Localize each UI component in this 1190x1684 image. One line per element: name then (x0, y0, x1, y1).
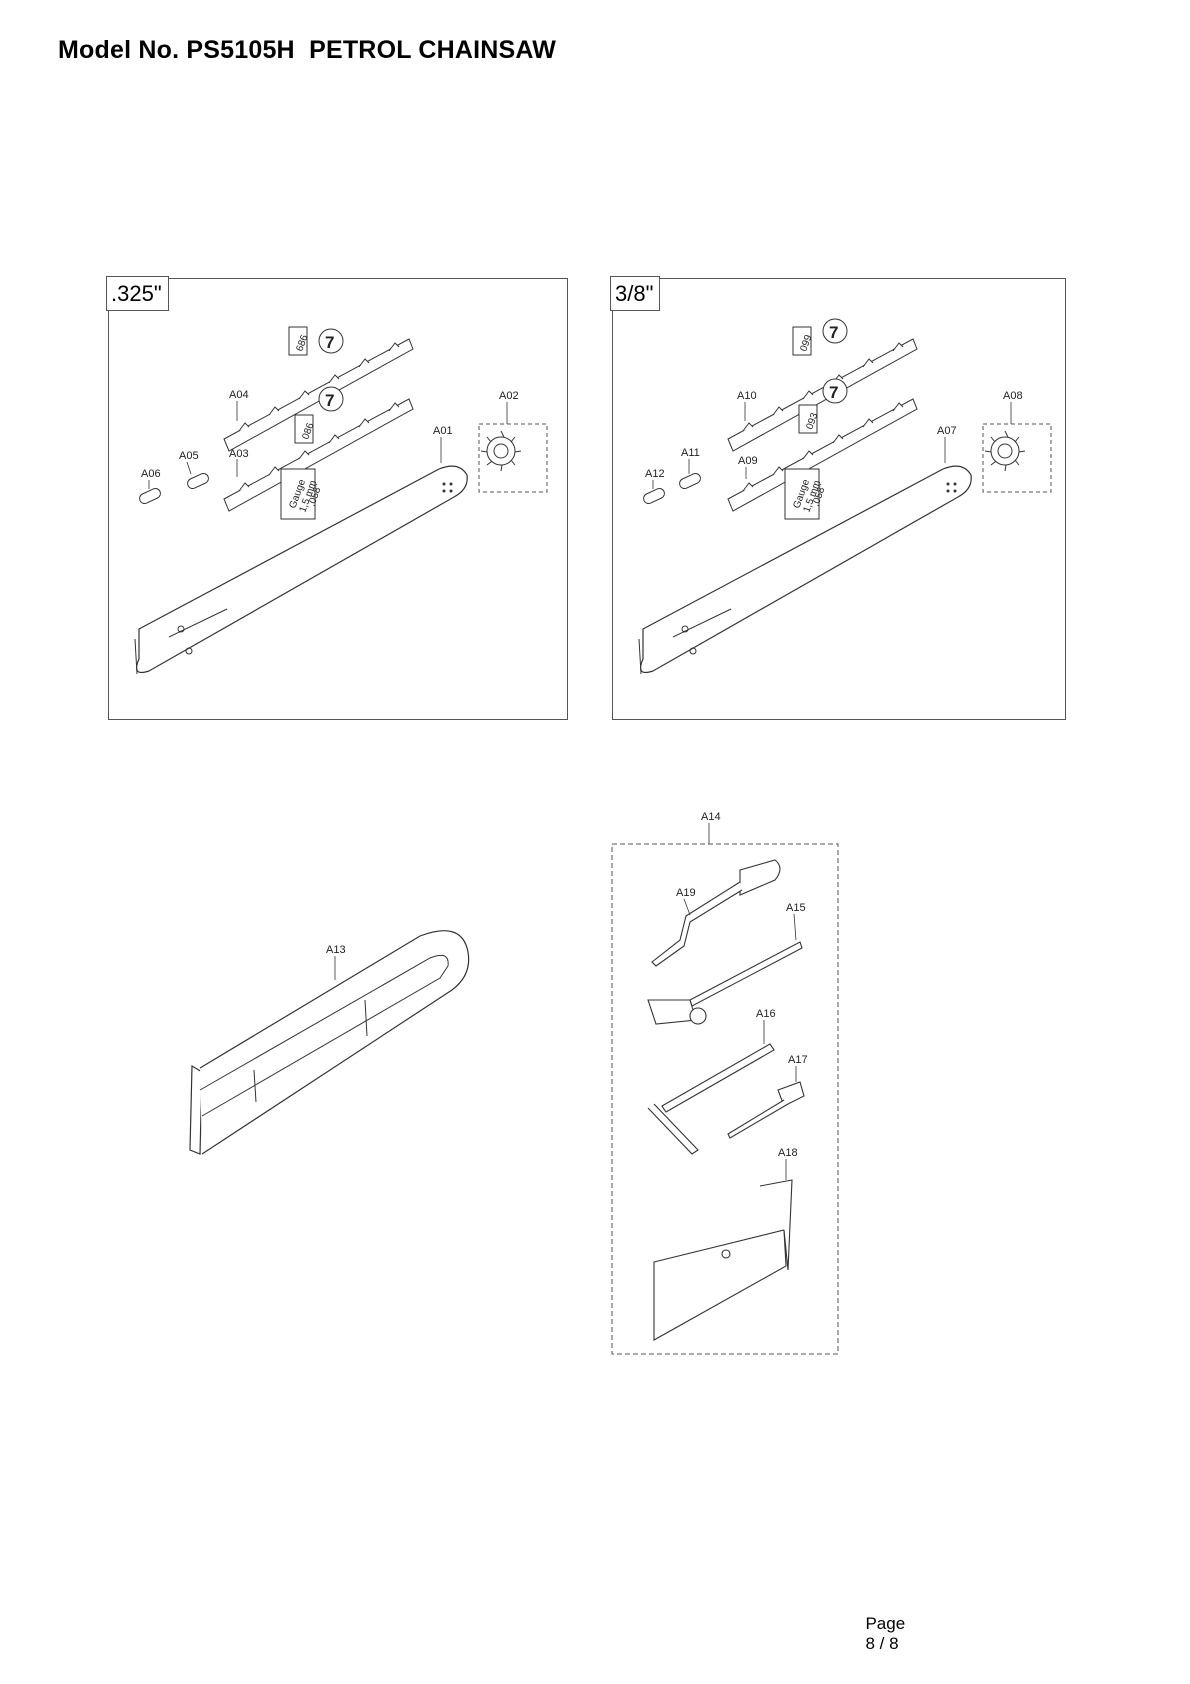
chain-type-7-icon (822, 378, 848, 404)
chain-link-b (139, 487, 161, 505)
bar-cover (189, 930, 470, 1155)
callout-handle-tool: A19 (676, 887, 696, 899)
svg-text:7: 7 (325, 333, 334, 352)
guide-bar (134, 465, 468, 675)
callout-link-a: A11 (681, 447, 700, 459)
sprocket (478, 423, 548, 493)
callout-link-b: A06 (141, 468, 161, 480)
chain-type-7-icon (318, 328, 344, 354)
callout-file-guide: A15 (786, 902, 806, 914)
file-guide (647, 941, 803, 1025)
page-label: Page (865, 1614, 906, 1633)
callout-link-a: A05 (179, 450, 199, 462)
callout-chain-upper: A04 (229, 389, 249, 401)
callout-bar: A07 (937, 425, 957, 437)
callout-chain-lower: A03 (229, 448, 249, 460)
callout-toolkit: A14 (701, 811, 721, 823)
chain-type-7-icon (318, 386, 344, 412)
callout-sprocket: A02 (499, 390, 519, 402)
screwdriver (727, 1081, 805, 1139)
callout-sprocket: A08 (1003, 390, 1023, 402)
callout-link-b: A12 (645, 468, 665, 480)
saw-chain-upper (223, 338, 414, 452)
callout-file: A16 (756, 1008, 776, 1020)
pitch-label: .325" (106, 276, 169, 311)
page-footer: Page 8 / 8 (856, 1594, 924, 1654)
chain-code-upper: 686 (288, 326, 311, 356)
chain-link-a (679, 472, 701, 490)
chain-link-a (187, 472, 209, 490)
sprocket (982, 423, 1052, 493)
guide-bar (638, 465, 972, 675)
round-file (647, 1043, 775, 1155)
tool-pouch (653, 1179, 793, 1341)
chain-code-lower: 086 (294, 414, 317, 444)
toolkit-group-box (611, 843, 839, 1355)
chain-code-lower: 093 (798, 404, 821, 434)
callout-bar: A01 (433, 425, 453, 437)
saw-chain-lower (727, 398, 918, 512)
callout-chain-lower: A09 (738, 455, 758, 467)
handle-tool (651, 859, 781, 967)
svg-text:7: 7 (829, 323, 838, 342)
gauge-label: Gauge 1,5 mm .058" (784, 468, 829, 520)
callout-pouch: A18 (778, 1147, 798, 1159)
callout-scabbard: A13 (326, 944, 346, 956)
callout-chain-upper: A10 (737, 390, 757, 402)
page-title: Model No. PS5105H PETROL CHAINSAW (58, 36, 557, 64)
svg-text:7: 7 (829, 383, 838, 402)
diagram-panel-3-8: 3/8" 099 093 7 7 (610, 276, 1066, 720)
chain-type-7-icon (822, 318, 848, 344)
saw-chain-lower (223, 398, 414, 512)
page-number: 8 / 8 (865, 1634, 899, 1653)
chain-code-upper: 099 (792, 326, 815, 356)
chain-link-b (643, 487, 665, 505)
pitch-label: 3/8" (610, 276, 661, 311)
gauge-label: Gauge 1,5 mm .058" (280, 468, 325, 520)
diagram-panel-325: .325" 686 086 7 (106, 276, 568, 720)
chain-bar-diagram: 099 093 7 7 Gauge 1,5 mm .058" A07 (638, 318, 1052, 675)
chain-bar-diagram: 686 086 7 7 Gauge 1,5 mm .058" (134, 326, 548, 675)
saw-chain-upper (727, 338, 918, 452)
callout-screwdriver: A17 (788, 1054, 808, 1066)
svg-text:7: 7 (325, 391, 334, 410)
